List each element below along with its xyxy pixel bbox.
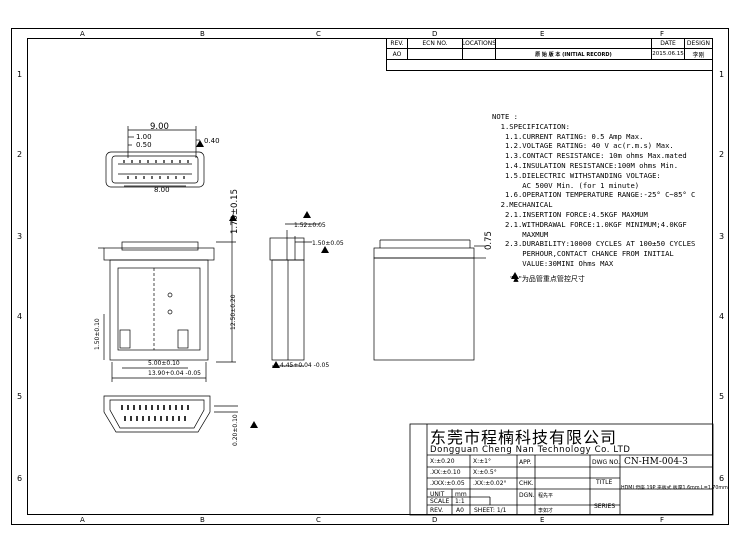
note-line: 1.2.VOLTAGE RATING: 40 V ac(r.m.s) Max. xyxy=(492,141,674,151)
dim-13-90: 13.90+0.04 -0.05 xyxy=(148,370,201,377)
row-label-1-right: 1 xyxy=(719,70,725,79)
tolerance-2: X:±1° xyxy=(473,458,491,465)
sheet-number: SHEET: 1/1 xyxy=(474,507,507,514)
col-label-f-top: F xyxy=(660,30,665,38)
note-line: 1.6.OPERATION TEMPERATURE RANGE:-25° C~8… xyxy=(492,190,696,200)
dim-1-50-side: 1.50±0.10 xyxy=(94,318,101,350)
latch-left xyxy=(119,329,131,349)
dgn-label: DGN. xyxy=(519,492,535,499)
note-line: AC 500V Min. (for 1 minute) xyxy=(492,180,640,190)
dim-1-52: 1.52±0.05 xyxy=(294,222,326,229)
note-line: PERHOUR,CONTACT CHANCE FROM INITIAL xyxy=(492,249,674,259)
dwg-no-label: DWG NO. xyxy=(592,459,620,466)
note-line: 1.3.CONTACT RESISTANCE: 10m ohms Max.mat… xyxy=(492,151,687,161)
scale-value: 1:1 xyxy=(455,498,465,505)
rev-label: REV. xyxy=(430,507,444,514)
dim-9-00: 9.00 xyxy=(150,122,169,132)
note-line: 2.3.DURABILITY:10000 CYCLES AT 100±50 CY… xyxy=(492,239,696,249)
col-label-e-bottom: E xyxy=(540,516,545,524)
series-label: SERIES xyxy=(594,503,616,510)
row-label-1-left: 1 xyxy=(17,70,23,79)
rev-name: 李如才 xyxy=(538,508,554,514)
row-label-6-right: 6 xyxy=(719,474,725,483)
row-label-2-right: 2 xyxy=(719,150,725,159)
tolerance-4: X:±0.5° xyxy=(473,469,497,476)
title-value: HDMI 母座 19P 夹板式 板厚1.6mm L=1.70mm xyxy=(621,486,728,491)
front-view-inner xyxy=(111,155,199,184)
dim-4-45: 4.45+0.04 -0.05 xyxy=(280,362,330,369)
key-dimension-note: "▲"为品管重点管控尺寸 xyxy=(510,275,585,283)
note-line: 1.5.DIELECTRIC WITHSTANDING VOLTAGE: xyxy=(492,170,661,180)
col-label-c-bottom: C xyxy=(316,516,321,524)
col-label-d-top: D xyxy=(432,30,438,38)
dim-0-40: 0.40 xyxy=(204,137,220,145)
row-label-6-left: 6 xyxy=(17,474,23,483)
tolerance-3: .XX:±0.10 xyxy=(430,469,461,476)
dgn-name: 程先平 xyxy=(538,493,554,499)
drawing-frame-inner xyxy=(27,38,713,515)
dim-12-50: 12.50±0.20 xyxy=(230,294,237,330)
dim-0-75: 0.75 xyxy=(484,231,494,250)
dim-1-00: 1.00 xyxy=(136,133,152,141)
note-line: MAXMUM xyxy=(492,229,549,239)
dim-8-00: 8.00 xyxy=(154,186,170,194)
unit-label: UNIT xyxy=(430,491,445,498)
note-line: 2.1.INSERTION FORCE:4.5KGF MAXMUM xyxy=(492,209,648,219)
dim-0-20: 0.20±0.10 xyxy=(232,414,239,446)
company-name-en: Dongguan Cheng Nan Technology Co. LTD xyxy=(430,445,631,455)
app-label: APP. xyxy=(519,459,532,466)
note-line: NOTE : xyxy=(492,112,518,121)
unit-value: mm xyxy=(455,491,467,498)
connector-face-outline xyxy=(103,395,211,433)
title-label: TITLE xyxy=(596,479,613,486)
dim-0-50: 0.50 xyxy=(136,141,152,149)
front-view-outline xyxy=(105,151,205,188)
right-view-top xyxy=(373,247,475,259)
row-label-5-right: 5 xyxy=(719,392,725,401)
note-line: VALUE:30MINI Ohms MAX xyxy=(492,258,614,268)
right-view-body xyxy=(373,257,475,361)
dim-5-00: 5.00±0.10 xyxy=(148,360,180,367)
tolerance-6: .XX:±0.02° xyxy=(473,480,507,487)
row-label-2-left: 2 xyxy=(17,150,23,159)
rev-value: A0 xyxy=(456,507,464,514)
row-label-3-right: 3 xyxy=(719,232,725,241)
scale-label: SCALE xyxy=(430,498,450,505)
notes-block: NOTE : 1.SPECIFICATION: 1.1.CURRENT RATI… xyxy=(492,112,695,269)
tolerance-1: X:±0.20 xyxy=(430,458,455,465)
col-label-a-top: A xyxy=(80,30,85,38)
note-line: 1.4.INSULATION RESISTANCE:100M ohms Min. xyxy=(492,160,679,170)
col-label-b-top: B xyxy=(200,30,205,38)
rev-row-blank xyxy=(386,59,713,71)
note-line: 2.1.WITHDRAWAL FORCE:1.0KGF MINIMUM;4.0K… xyxy=(492,219,687,229)
col-label-e-top: E xyxy=(540,30,545,38)
col-label-f-bottom: F xyxy=(660,516,665,524)
dwg-no-value: CN-HM-004-3 xyxy=(624,457,688,467)
row-label-4-left: 4 xyxy=(17,312,23,321)
col-label-a-bottom: A xyxy=(80,516,85,524)
chk-label: CHK. xyxy=(519,480,534,487)
dim-1-50: 1.50±0.05 xyxy=(312,240,344,247)
company-name-cn: 东莞市程楠科技有限公司 xyxy=(430,428,618,447)
tolerance-5: .XXX:±0.05 xyxy=(430,480,465,487)
row-label-3-left: 3 xyxy=(17,232,23,241)
note-line: 1.SPECIFICATION: xyxy=(492,121,570,131)
col-label-d-bottom: D xyxy=(432,516,438,524)
dim-1-70: 1.70±0.15 xyxy=(230,189,240,234)
latch-right xyxy=(177,329,189,349)
col-label-b-bottom: B xyxy=(200,516,205,524)
note-line: 2.MECHANICAL xyxy=(492,200,553,210)
col-label-c-top: C xyxy=(316,30,321,38)
row-label-4-right: 4 xyxy=(719,312,725,321)
note-line: 1.1.CURRENT RATING: 0.5 Amp Max. xyxy=(492,131,644,141)
drawing-frame-outer xyxy=(11,28,729,525)
row-label-5-left: 5 xyxy=(17,392,23,401)
